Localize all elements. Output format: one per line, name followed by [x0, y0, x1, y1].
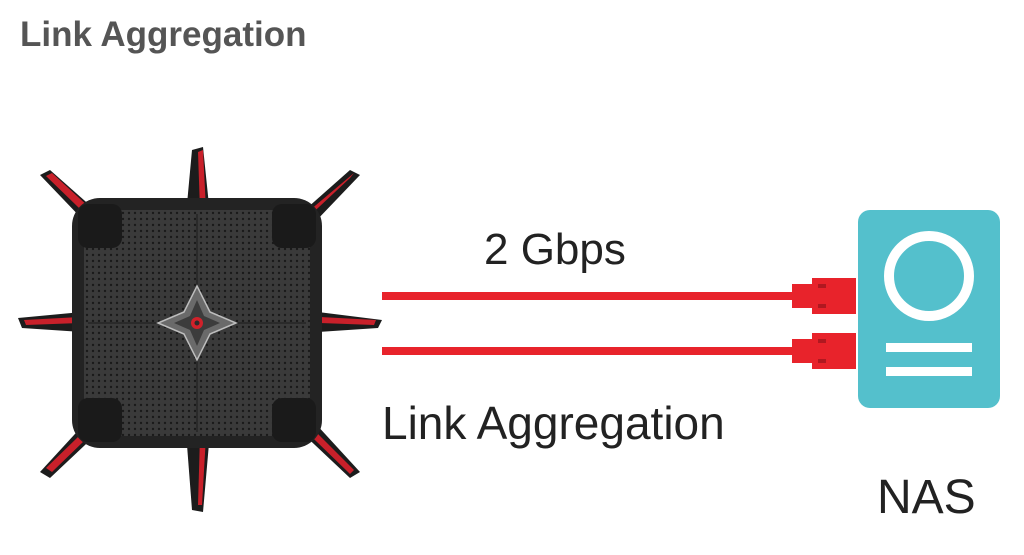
router-antenna — [318, 312, 382, 332]
page-title: Link Aggregation — [20, 15, 307, 54]
nas-slot — [886, 343, 972, 352]
router-antenna — [18, 312, 82, 332]
nas-slot — [886, 367, 972, 376]
cable-1 — [382, 278, 856, 314]
router-icon — [18, 147, 382, 512]
router-antenna — [186, 432, 210, 512]
nas-icon — [858, 210, 1000, 408]
nas-label: NAS — [877, 471, 976, 524]
cable-2 — [382, 333, 856, 369]
speed-label: 2 Gbps — [484, 225, 626, 274]
nas-disk — [884, 231, 974, 321]
link-label: Link Aggregation — [382, 397, 725, 449]
